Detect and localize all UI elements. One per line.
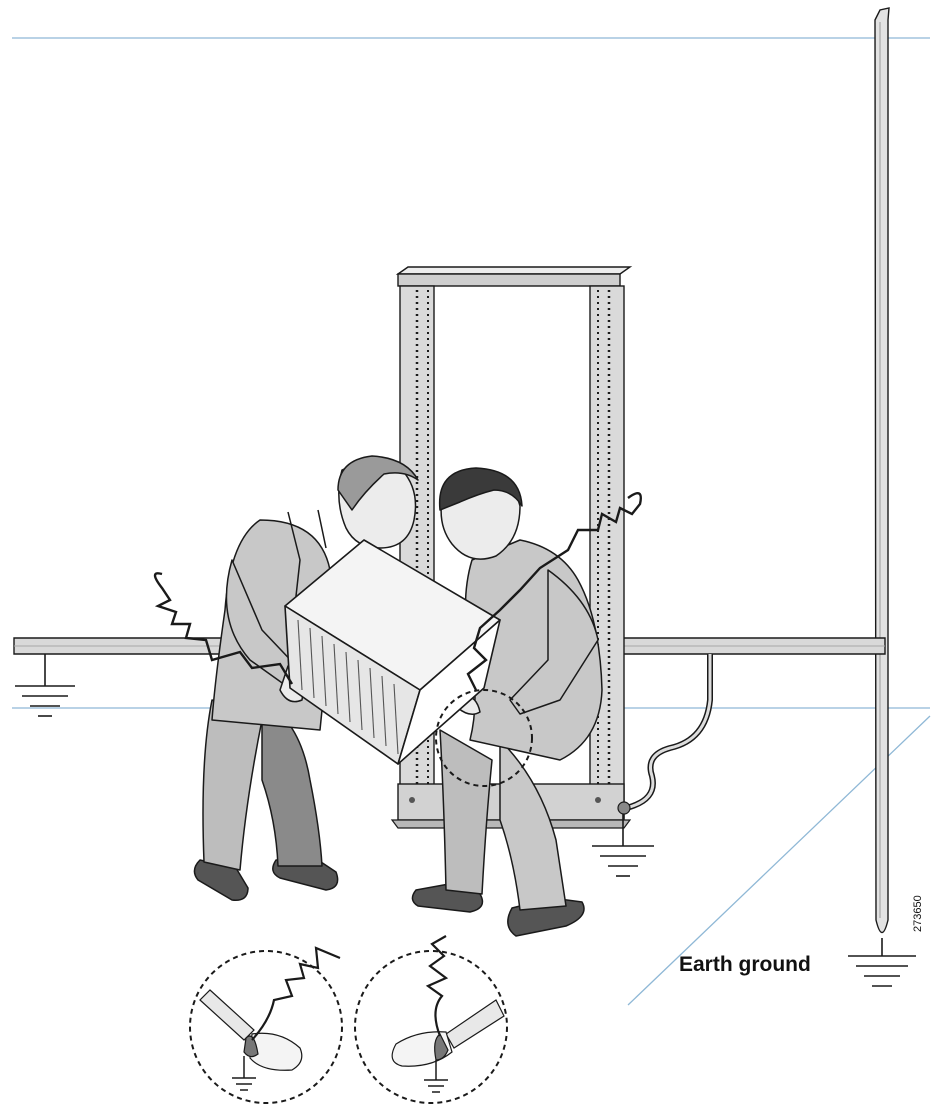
rack-ground-cable [618, 654, 710, 846]
wrist-strap-inset-left [190, 948, 342, 1103]
ground-symbol-rack [592, 846, 654, 876]
wrist-strap-inset-right [355, 936, 507, 1103]
earth-ground-label: Earth ground [679, 953, 811, 976]
earth-ground-symbol [848, 956, 916, 986]
figure-number: 273650 [912, 895, 924, 932]
ground-symbol-left [15, 686, 75, 716]
earth-ground-pipe [875, 8, 889, 956]
